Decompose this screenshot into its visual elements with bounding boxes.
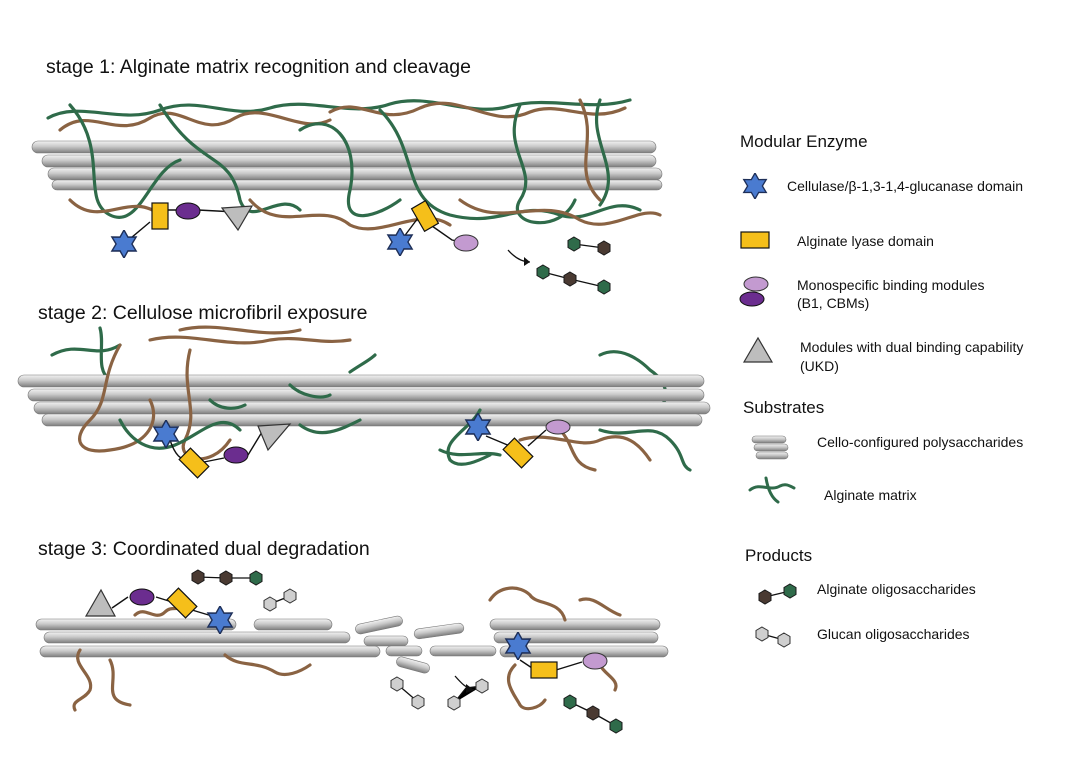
stage-3-cellulose-rods xyxy=(35,615,669,674)
binding-module-dark-icon xyxy=(223,446,249,464)
alginate-strand-icon xyxy=(748,476,796,504)
legend-binding-label-2: (B1, CBMs) xyxy=(797,295,870,311)
binding-module-dark-icon xyxy=(175,202,201,220)
alginate-lyase-domain-icon xyxy=(502,437,534,469)
glucan-oligo-icon xyxy=(755,626,791,648)
legend-cello-label: Cello-configured polysaccharides xyxy=(817,434,1024,450)
stage-1-title: stage 1: Alginate matrix recognition and… xyxy=(46,56,471,78)
stage-1-products xyxy=(507,236,611,295)
legend-cellulase-label: Cellulase/β-1,3-1,4-glucanase domain xyxy=(787,178,1024,194)
alginate-lyase-domain-icon xyxy=(410,199,440,233)
dual-binding-module-icon xyxy=(220,205,254,232)
purple-ellipse-icon xyxy=(739,276,769,307)
cellulase-domain-icon xyxy=(111,230,137,258)
gray-triangle-icon xyxy=(742,336,774,363)
legend-dual-label-2: (UKD) xyxy=(800,358,839,374)
legend-enzyme-heading: Modular Enzyme xyxy=(740,132,868,151)
yellow-rectangle-icon xyxy=(740,231,770,249)
blue-star-icon xyxy=(743,173,767,199)
binding-module-light-icon xyxy=(453,234,479,252)
stage-2-enzyme-right xyxy=(465,413,571,469)
stage-2-cellulose-rods xyxy=(17,374,711,427)
gray-rods-icon xyxy=(751,435,789,460)
alginate-lyase-domain-icon xyxy=(166,587,198,619)
stage-2-title: stage 2: Cellulose microfibril exposure xyxy=(38,302,368,324)
stage-3-products xyxy=(191,569,623,734)
legend-icons xyxy=(739,173,797,648)
stage-1-enzyme-left xyxy=(111,202,254,258)
alginate-lyase-domain-icon xyxy=(178,447,210,479)
alginate-lyase-domain-icon xyxy=(151,202,169,230)
binding-module-light-icon xyxy=(545,419,571,435)
legend-alginate-oligo-label: Alginate oligosaccharides xyxy=(817,581,976,597)
alginate-lyase-domain-icon xyxy=(530,661,558,679)
stage-1-enzyme-right xyxy=(387,199,479,256)
legend-lyase-label: Alginate lyase domain xyxy=(797,233,934,249)
legend-binding-label-1: Monospecific binding modules xyxy=(797,277,985,293)
dual-binding-module-icon xyxy=(84,588,117,617)
stage-1-cellulose-rods xyxy=(31,140,663,191)
cellulase-domain-icon xyxy=(387,228,413,256)
stage-1-illustration xyxy=(31,98,663,295)
stage-2-illustration xyxy=(17,325,711,479)
stage-2-enzyme-left xyxy=(153,420,292,479)
legend-glucan-oligo-label: Glucan oligosaccharides xyxy=(817,626,970,642)
legend-products-heading: Products xyxy=(745,546,813,565)
stage-3-enzyme-right xyxy=(505,632,608,679)
stage-3-enzyme-left xyxy=(84,587,233,634)
legend-substrates-heading: Substrates xyxy=(743,398,825,417)
alginate-oligo-icon xyxy=(758,583,797,605)
legend-alginate-label: Alginate matrix xyxy=(824,487,917,503)
stage-3-illustration xyxy=(35,569,669,734)
dual-binding-module-icon xyxy=(257,423,292,452)
legend-dual-label-1: Modules with dual binding capability xyxy=(800,339,1024,355)
stage-3-title: stage 3: Coordinated dual degradation xyxy=(38,538,370,560)
binding-module-light-icon xyxy=(582,652,608,670)
binding-module-dark-icon xyxy=(129,588,155,606)
